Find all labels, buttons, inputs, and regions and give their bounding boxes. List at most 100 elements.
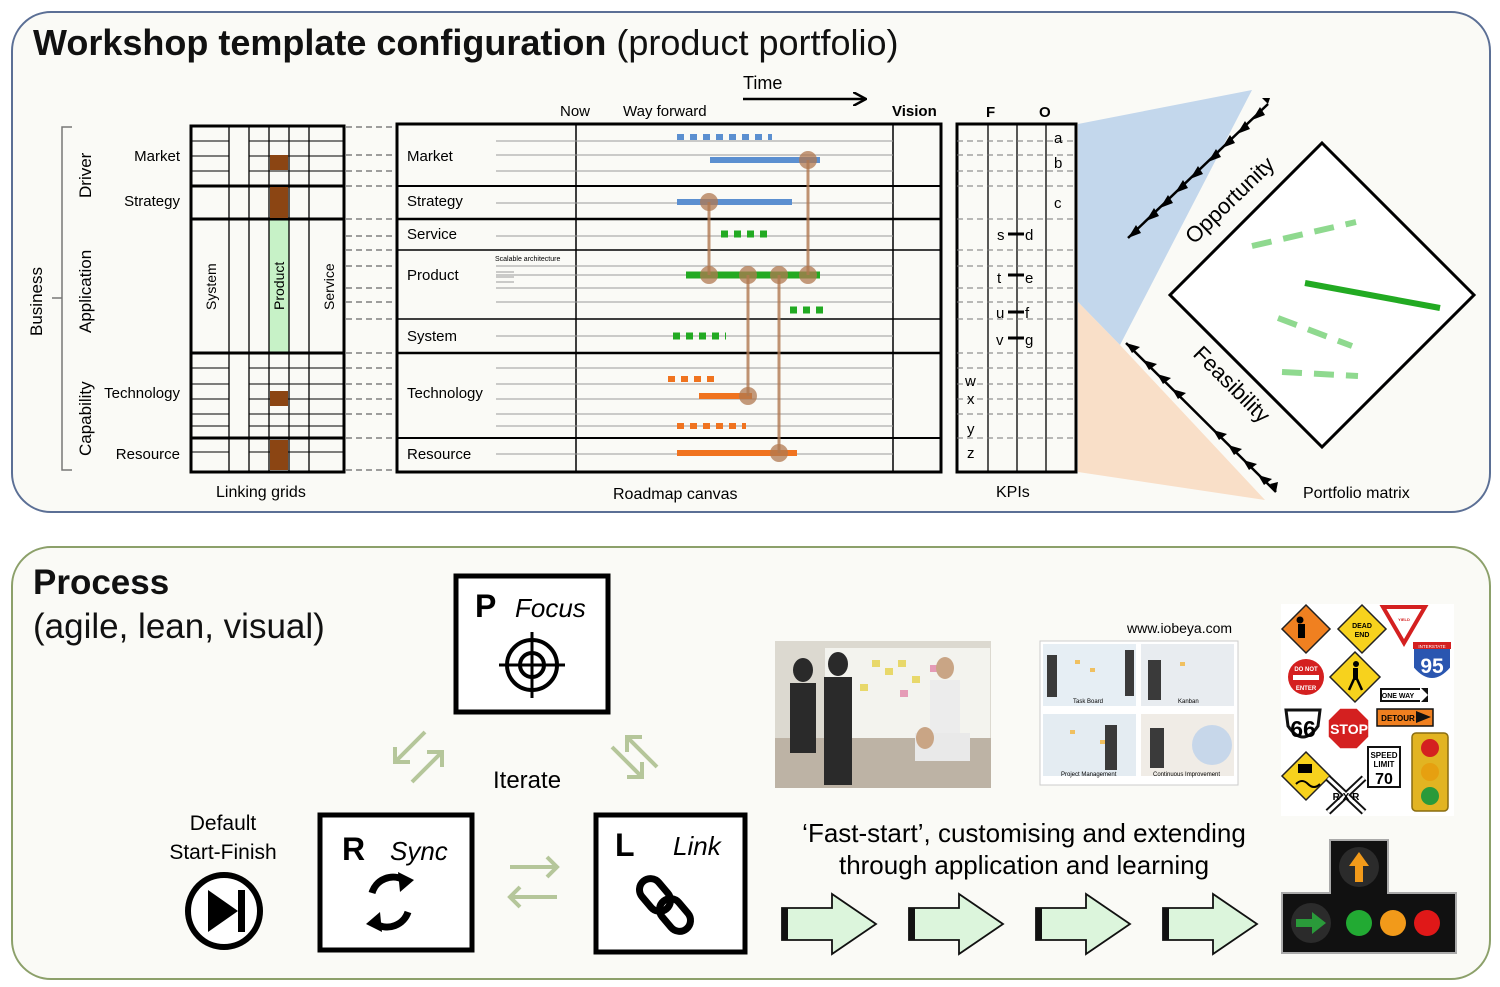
interstate-sign-icon <box>1412 644 1452 680</box>
svg-text:R X R: R X R <box>1333 792 1360 803</box>
iobeya-screens: Task Board Kanban Project Management Con… <box>1039 640 1239 786</box>
grid-label-market: Market <box>134 148 181 165</box>
grid-col-product: Product <box>271 262 287 310</box>
kpi-letter-d: d <box>1025 227 1033 244</box>
kpi-letter-y: y <box>967 421 975 438</box>
caption-linking-grids: Linking grids <box>216 484 306 501</box>
route-66-sign-icon <box>1284 708 1322 739</box>
kpi-letter-e: e <box>1025 270 1033 287</box>
canvas-label-resource: Resource <box>407 446 471 463</box>
application-label: Application <box>76 250 95 333</box>
kpi-header-f: F <box>986 104 995 121</box>
stop-sign-icon <box>1327 707 1370 750</box>
focus-label: Focus <box>515 593 586 623</box>
dead-end-sign-icon <box>1336 603 1388 655</box>
svg-text:SPEED: SPEED <box>1370 751 1397 760</box>
progression-arrows <box>781 892 1259 956</box>
kpi-header-o: O <box>1039 104 1051 121</box>
kpi-letter-f: f <box>1025 305 1030 322</box>
svg-text:INTERSTATE: INTERSTATE <box>1418 644 1445 649</box>
start-finish-label: Start-Finish <box>169 841 276 864</box>
grid-col-service: Service <box>321 263 337 310</box>
caption-portfolio-matrix: Portfolio matrix <box>1303 485 1410 502</box>
kpi-letter-a: a <box>1054 130 1063 147</box>
workshop-photo <box>775 641 991 788</box>
sync-label: Sync <box>390 836 448 866</box>
process-title: Process <box>33 563 170 602</box>
svg-text:DETOUR: DETOUR <box>1381 714 1415 723</box>
grid-label-strategy: Strategy <box>124 193 180 210</box>
kpi-letter-x: x <box>967 391 975 408</box>
traffic-signs: DEAD END YIELD DO NOT ENTER INTERSTATE 9… <box>1280 603 1454 816</box>
svg-text:YIELD: YIELD <box>1398 617 1410 622</box>
svg-text:ONE WAY: ONE WAY <box>1382 693 1415 700</box>
caption-kpis: KPIs <box>996 484 1030 501</box>
business-label: Business <box>27 267 46 336</box>
driver-label: Driver <box>76 152 95 198</box>
default-label: Default <box>190 812 257 835</box>
link-label: Link <box>673 831 723 861</box>
now-label: Now <box>560 103 590 120</box>
iobeya-url: www.iobeya.com <box>1126 620 1232 636</box>
grid-label-resource: Resource <box>116 446 180 463</box>
crosshair-icon <box>499 632 565 698</box>
canvas-label-product: Product <box>407 267 460 284</box>
matrix-bars <box>1251 219 1441 379</box>
workshop-title: Workshop template configuration (product… <box>33 22 899 63</box>
vision-label: Vision <box>892 103 937 120</box>
iterate-label: Iterate <box>493 767 561 794</box>
link-letter: L <box>615 827 635 863</box>
process-subtitle: (agile, lean, visual) <box>33 607 325 646</box>
caption-roadmap-canvas: Roadmap canvas <box>613 486 738 503</box>
capability-label: Capability <box>76 381 95 456</box>
svg-text:LIMIT: LIMIT <box>1374 760 1395 769</box>
kpi-letter-t: t <box>997 270 1002 287</box>
canvas-label-system: System <box>407 328 457 345</box>
linking-grid <box>189 124 346 474</box>
kpi-letter-c: c <box>1054 195 1062 212</box>
fast-start-line2: through application and learning <box>839 850 1209 880</box>
svg-text:END: END <box>1355 632 1370 639</box>
slippery-road-sign-icon <box>1280 750 1332 802</box>
iterate-arrows <box>393 730 659 909</box>
railroad-crossing-sign-icon: R X R <box>1325 775 1367 815</box>
kpi-letter-v: v <box>996 332 1004 349</box>
tile-continuous-improvement: Continuous Improvement <box>1153 772 1220 778</box>
kpi-letter-u: u <box>996 305 1004 322</box>
focus-letter: P <box>475 588 496 624</box>
sync-letter: R <box>342 831 365 867</box>
opportunity-axis <box>1127 98 1270 239</box>
speed-limit-sign-icon <box>1367 746 1401 788</box>
road-work-sign-icon <box>1280 603 1332 655</box>
link-box: L Link <box>593 812 748 955</box>
fast-start-line1: ‘Fast-start’, customising and extending <box>802 818 1246 848</box>
kpi-letter-s: s <box>997 227 1005 244</box>
opportunity-projection <box>1078 90 1252 345</box>
linkage-nodes <box>700 151 817 462</box>
business-bracket <box>61 126 72 471</box>
feasibility-projection <box>1078 302 1265 500</box>
kpi-grid <box>955 122 1078 474</box>
roadmap-canvas <box>395 122 943 474</box>
yield-sign-icon <box>1379 605 1429 647</box>
roadmap-linkages <box>707 160 810 453</box>
svg-text:70: 70 <box>1375 771 1393 788</box>
canvas-label-strategy: Strategy <box>407 193 463 210</box>
play-stop-icon <box>185 872 263 950</box>
way-forward-label: Way forward <box>623 103 707 120</box>
kpi-letter-z: z <box>967 445 975 462</box>
feasibility-axis <box>1125 342 1278 493</box>
tile-task-board: Task Board <box>1073 699 1103 705</box>
tile-kanban: Kanban <box>1178 699 1199 705</box>
svg-text:DEAD: DEAD <box>1352 623 1372 630</box>
svg-text:STOP: STOP <box>1330 721 1368 737</box>
canvas-label-service: Service <box>407 226 457 243</box>
grid-canvas-connectors <box>346 126 396 471</box>
svg-text:95: 95 <box>1420 655 1444 678</box>
kpi-letter-w: w <box>964 373 976 390</box>
kpi-letter-b: b <box>1054 155 1062 172</box>
portfolio-matrix-diamond <box>1167 140 1477 450</box>
canvas-label-market: Market <box>407 148 454 165</box>
grid-label-technology: Technology <box>104 385 180 402</box>
